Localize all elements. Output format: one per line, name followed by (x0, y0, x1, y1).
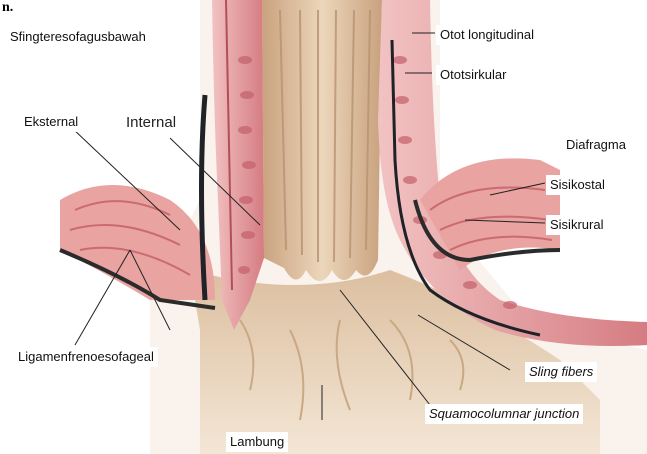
label-internal: Internal (126, 115, 176, 131)
label-ligamen: Ligamenfrenoesofageal (14, 347, 158, 367)
label-diafragma: Diafragma (562, 135, 630, 155)
label-sfingter: Sfingteresofagusbawah (6, 27, 150, 47)
label-lambung: Lambung (226, 432, 288, 452)
label-otot-longitudinal: Otot longitudinal (436, 25, 538, 45)
header-fragment: n. (2, 0, 13, 16)
label-sisi-krural: Sisikrural (546, 215, 607, 235)
label-eksternal: Eksternal (20, 112, 82, 132)
label-squamocolumnar: Squamocolumnar junction (425, 404, 583, 424)
label-otot-sirkular: Ototsirkular (436, 65, 510, 85)
label-sisi-kostal: Sisikostal (546, 175, 609, 195)
label-sling-fibers: Sling fibers (525, 362, 597, 382)
